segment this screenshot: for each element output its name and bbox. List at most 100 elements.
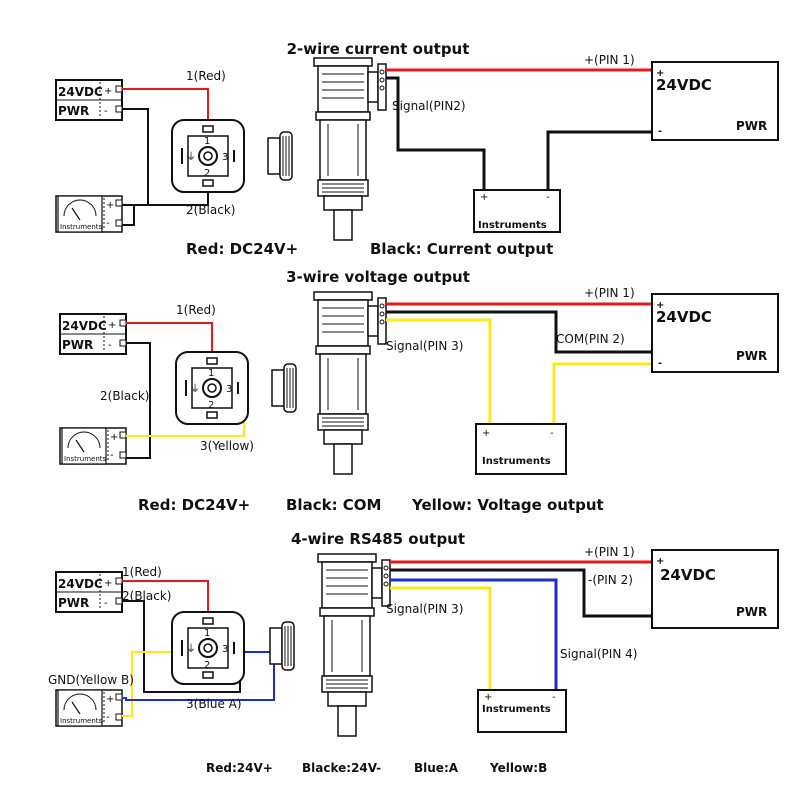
right-pwr-box	[651, 549, 779, 629]
svg-text:+: +	[110, 432, 118, 443]
svg-text:Instruments: Instruments	[60, 223, 103, 231]
label-signal: Signal(PIN2)	[392, 99, 466, 113]
wire-label-yellow: GND(Yellow B)	[48, 673, 134, 687]
wire-label-black: 2(Black)	[100, 389, 149, 403]
pwr-24vdc: 24VDC	[656, 76, 712, 94]
svg-text:⏚: ⏚	[186, 643, 196, 655]
legend-red: Red:24V+	[206, 761, 273, 775]
wire-signal-3	[390, 586, 492, 690]
gland-icon	[269, 621, 295, 671]
label-signal-3: Signal(PIN 3)	[386, 602, 463, 616]
wire-signal	[386, 318, 492, 424]
wire-yellow	[122, 651, 176, 717]
svg-text:-: -	[106, 218, 110, 229]
svg-text:+: +	[484, 692, 492, 703]
pwr-bottom-label: PWR	[58, 104, 89, 118]
label-pin2: -(PIN 2)	[588, 573, 633, 587]
meter-icon: Instruments + -	[59, 427, 127, 465]
svg-text:2: 2	[208, 400, 214, 411]
transmitter-icon	[313, 291, 387, 475]
svg-text:+: +	[106, 694, 114, 705]
label-pin2: COM(PIN 2)	[556, 332, 625, 346]
svg-text:PWR: PWR	[736, 605, 767, 619]
legend-red: Red: DC24V+	[138, 496, 250, 514]
wire-red	[122, 580, 209, 620]
pwr-label: PWR	[736, 119, 767, 133]
connector-icon: 1 2 3 ⏚	[171, 611, 245, 685]
wire-signal-4	[390, 578, 558, 690]
instruments-box	[475, 423, 567, 475]
svg-text:-: -	[110, 450, 114, 461]
label-pin1: +(PIN 1)	[584, 53, 635, 67]
connector-icon: 1 2 3 ⏚	[175, 351, 249, 425]
legend-black: Black: Current output	[370, 240, 553, 258]
instruments-box	[477, 689, 567, 733]
svg-text:Instruments: Instruments	[482, 456, 551, 467]
panel-title: 2-wire current output	[287, 40, 470, 58]
panel-title: 4-wire RS485 output	[291, 530, 465, 548]
wire-label-red: 1(Red)	[176, 303, 216, 317]
svg-text:24VDC: 24VDC	[656, 308, 712, 326]
panel-title: 3-wire voltage output	[286, 268, 470, 286]
svg-text:⏚: ⏚	[186, 151, 196, 163]
svg-text:PWR: PWR	[58, 596, 89, 610]
wire-label-black: 2(Black)	[186, 203, 235, 217]
svg-text:3: 3	[222, 152, 228, 163]
instruments-box	[473, 189, 561, 233]
wire-label-red: 1(Red)	[186, 69, 226, 83]
wire-label-black: 2(Black)	[122, 589, 171, 603]
svg-text:-: -	[546, 192, 550, 203]
svg-text:2: 2	[204, 168, 210, 179]
svg-text:+: +	[656, 556, 664, 567]
label-pin1: +(PIN 1)	[584, 286, 635, 300]
svg-text:1: 1	[204, 628, 210, 639]
svg-text:-: -	[658, 126, 662, 137]
gland-icon	[267, 131, 293, 181]
panel-2-wire: 2-wire current output 24VDC PWR + - Inst…	[55, 40, 779, 258]
svg-text:Instruments: Instruments	[482, 704, 551, 715]
wire-black-right	[546, 130, 652, 190]
svg-text:+: +	[106, 200, 114, 211]
pwr-top-label: 24VDC	[58, 85, 103, 99]
wire-black	[126, 342, 151, 459]
legend-black: Black: COM	[286, 496, 381, 514]
svg-text:+: +	[656, 68, 664, 79]
connector-icon: 1 2 3 ⏚	[171, 119, 245, 193]
svg-text:3: 3	[226, 384, 232, 395]
svg-text:-: -	[104, 598, 108, 609]
svg-text:24VDC: 24VDC	[660, 566, 716, 584]
svg-text:+: +	[104, 578, 112, 589]
svg-text:-: -	[552, 692, 556, 703]
right-pwr-box	[651, 61, 779, 141]
gland-icon	[271, 363, 297, 413]
transmitter-icon	[313, 57, 387, 241]
legend-black: Blacke:24V-	[302, 761, 381, 775]
svg-text:3: 3	[222, 644, 228, 655]
svg-text:+: +	[656, 300, 664, 311]
legend-yellow: Yellow:B	[489, 761, 547, 775]
svg-text:Instruments: Instruments	[60, 717, 103, 725]
svg-text:+: +	[482, 428, 490, 439]
legend-blue: Blue:A	[414, 761, 459, 775]
panel-3-wire: 3-wire voltage output 24VDC PWR + - Inst…	[59, 268, 779, 514]
svg-text:24VDC: 24VDC	[58, 577, 103, 591]
wire-black	[122, 184, 209, 226]
panel-4-wire: 4-wire RS485 output 24VDC PWR + - Instru…	[48, 530, 779, 775]
wire-red	[122, 88, 209, 128]
terminal-plus: +	[104, 86, 112, 97]
instruments-label: Instruments	[478, 220, 547, 231]
svg-text:24VDC: 24VDC	[62, 319, 107, 333]
svg-text:PWR: PWR	[62, 338, 93, 352]
transmitter-icon	[317, 553, 391, 737]
svg-text:+: +	[480, 192, 488, 203]
wire-label-blue: 3(Blue A)	[186, 697, 242, 711]
terminal-minus: -	[104, 106, 108, 117]
legend-yellow: Yellow: Voltage output	[411, 496, 604, 514]
svg-text:-: -	[108, 340, 112, 351]
svg-text:+: +	[108, 320, 116, 331]
wire-signal	[386, 76, 486, 190]
wire-red	[126, 322, 213, 360]
svg-text:2: 2	[204, 660, 210, 671]
label-signal: Signal(PIN 3)	[386, 339, 463, 353]
